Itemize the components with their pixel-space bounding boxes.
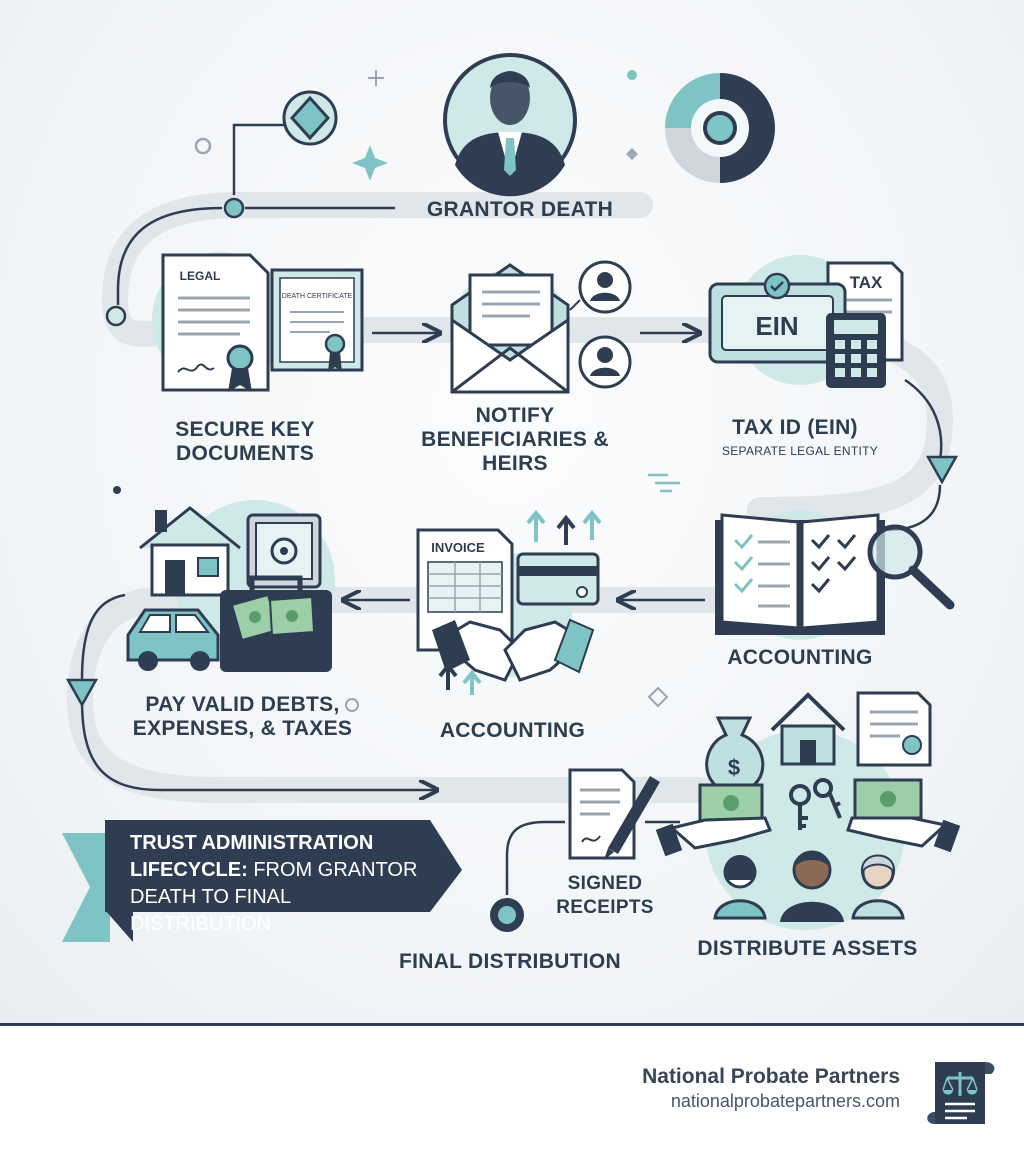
banner-line-2-bold: LIFECYCLE: [130, 859, 248, 881]
ein-card-icon: EIN [708, 272, 847, 364]
pay-debts-icon-group [126, 500, 335, 672]
money-bag-icon: $ [705, 716, 765, 794]
key-icon [789, 778, 842, 830]
tax-doc-text: TAX [850, 273, 883, 292]
shield-marker-right [925, 455, 959, 485]
receipt-document-icon [568, 768, 636, 860]
secure-documents-icon-group: LEGAL DEATH CERTIFICATE [152, 252, 364, 392]
certificate-icon: DEATH CERTIFICATE [270, 268, 364, 372]
plus-decoration [368, 70, 384, 86]
banner-line-2-rest: FROM GRANTOR [247, 859, 418, 881]
sparkle-decoration [352, 145, 388, 181]
grantor-death-icon-group [282, 53, 775, 197]
banner-line-3: DEATH TO FINAL DISTRIBUTION [130, 886, 291, 935]
step-label-notify: NOTIFY BENEFICIARIES & HEIRS [421, 404, 609, 475]
notify-icon-group [450, 260, 632, 394]
deed-document-icon [856, 691, 932, 767]
banner-line-1: TRUST ADMINISTRATION [130, 832, 374, 854]
handshake-icon [432, 618, 595, 682]
dot-decoration [627, 70, 637, 80]
node-final-inner [498, 906, 516, 924]
diamond-decoration [626, 148, 638, 160]
accounting-right-icon-group [715, 510, 955, 640]
connector-left-bottom [80, 699, 435, 790]
connector-left-top [116, 206, 223, 305]
dot-decoration-2 [113, 486, 121, 494]
banner-title: TRUST ADMINISTRATION LIFECYCLE: FROM GRA… [130, 830, 430, 938]
ledger-icon [715, 513, 885, 635]
donut-chart-icon [665, 73, 775, 183]
node-left [105, 305, 127, 327]
ring-decoration [194, 137, 212, 155]
ring-decoration-2 [345, 698, 359, 712]
connector-right [904, 378, 943, 461]
tax-id-icon-group: TAX EIN [708, 255, 904, 388]
document-icon: LEGAL [161, 253, 270, 392]
calculator-icon [826, 313, 886, 388]
signed-receipts-icon-group [568, 768, 660, 860]
briefcase-icon [220, 575, 332, 672]
footer: National Probate Partners nationalprobat… [0, 1026, 1024, 1154]
step-label-accounting-right: ACCOUNTING [727, 646, 873, 669]
step-label-tax-id: TAX ID (EIN) [732, 416, 858, 439]
envelope-icon [450, 263, 570, 394]
house-icon-2 [770, 692, 846, 766]
magnifier-icon [867, 524, 955, 610]
cash-hand-left-icon [655, 783, 773, 857]
brand-url[interactable]: nationalprobatepartners.com [670, 1091, 900, 1111]
step-sublabel-tax-id: SEPARATE LEGAL ENTITY [721, 444, 879, 458]
footer-divider [0, 1023, 1024, 1026]
distribute-assets-icon-group: $ [655, 691, 961, 930]
legal-doc-text: LEGAL [180, 269, 221, 283]
node-top [223, 197, 245, 219]
step-label-grantor-death: GRANTOR DEATH [426, 198, 614, 221]
pen-icon [604, 776, 660, 860]
title-banner [62, 820, 462, 942]
step-label-accounting-mid: ACCOUNTING [439, 719, 586, 742]
brand-name[interactable]: National Probate Partners [642, 1065, 900, 1088]
connector-left-upper [80, 593, 126, 681]
step-label-distribute-assets: DISTRIBUTE ASSETS [697, 937, 918, 960]
user-icon [569, 260, 632, 314]
safe-icon [246, 513, 322, 589]
connector-final [505, 820, 565, 895]
dash-decoration [648, 473, 680, 493]
connector-top [232, 123, 285, 195]
step-label-final-distribution: FINAL DISTRIBUTION [398, 950, 621, 973]
step-label-pay-debts: PAY VALID DEBTS, EXPENSES, & TAXES [132, 693, 353, 740]
svg-text:$: $ [728, 755, 740, 780]
shield-marker-left [65, 678, 99, 708]
cash-hand-right-icon [846, 778, 961, 853]
ein-text: EIN [755, 311, 798, 341]
invoice-icon: INVOICE [416, 528, 514, 652]
trust-lifecycle-infographic: LEGAL DEATH CERTIFICATE [0, 0, 1024, 1025]
step-label-secure-documents: SECURE KEY DOCUMENTS [175, 418, 315, 465]
credit-card-icon [516, 552, 600, 606]
diagram-canvas: LEGAL DEATH CERTIFICATE [62, 53, 961, 942]
car-icon [126, 608, 220, 671]
certificate-text: DEATH CERTIFICATE [282, 293, 353, 300]
accounting-mid-icon-group: INVOICE [416, 509, 602, 695]
invoice-text: INVOICE [431, 540, 485, 555]
beneficiaries-icon [713, 850, 905, 922]
house-icon [139, 506, 241, 597]
scale-icon [927, 1062, 995, 1124]
user-icon-2 [578, 335, 632, 389]
diamond-decoration-2 [647, 686, 669, 708]
up-arrows-icon [438, 509, 602, 695]
step-label-signed-receipts: SIGNED RECEIPTS [556, 873, 654, 918]
